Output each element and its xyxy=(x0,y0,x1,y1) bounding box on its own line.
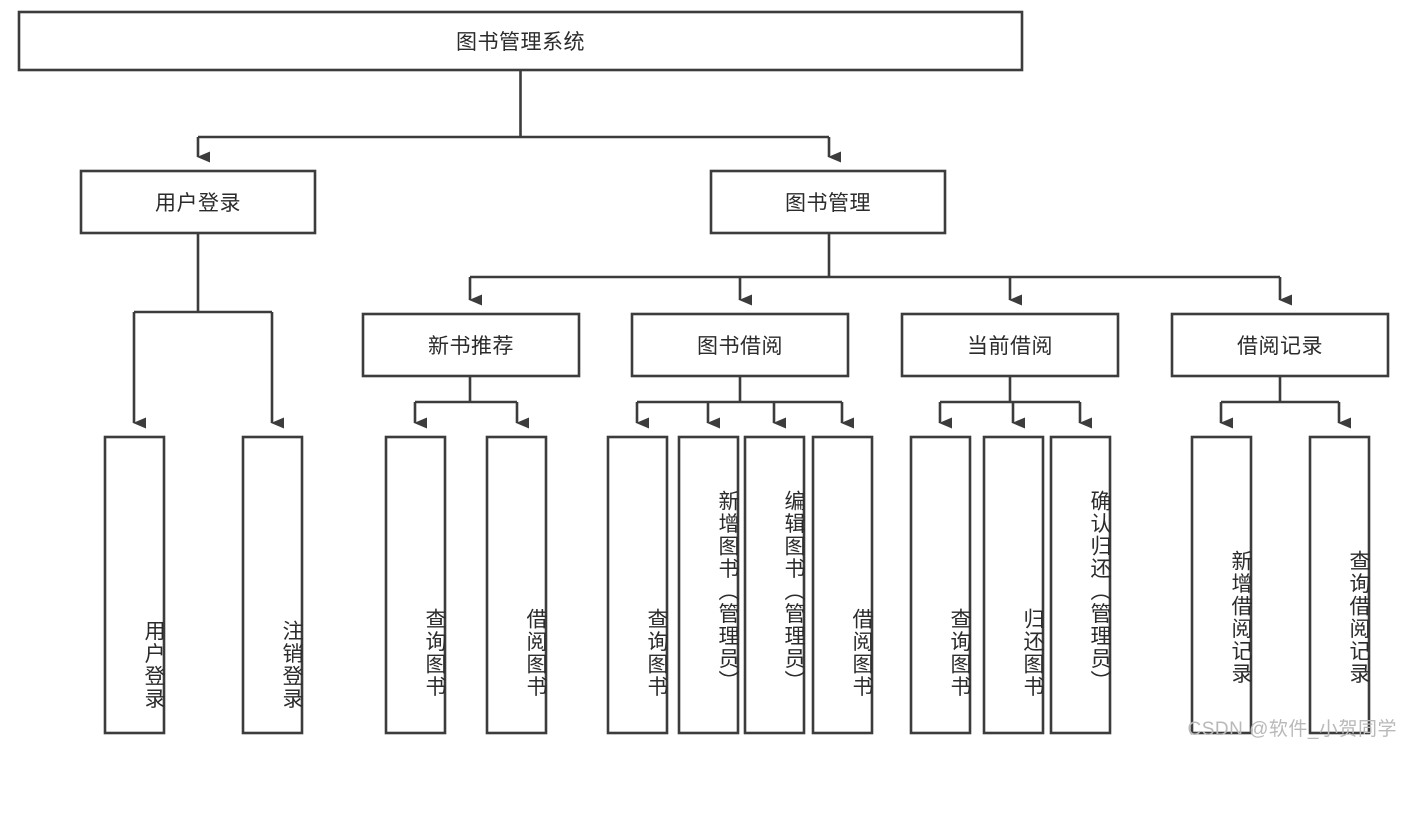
connector-group-current-borrow xyxy=(938,376,1092,429)
node-box-leaf-borrow-book[interactable] xyxy=(811,435,874,735)
connector-group-root xyxy=(196,70,841,163)
node-box-leaf-add-record[interactable] xyxy=(1190,435,1253,735)
node-box-current-borrow[interactable] xyxy=(900,312,1120,378)
node-box-leaf-query-book-recommend[interactable] xyxy=(384,435,447,735)
node-box-borrow-record[interactable] xyxy=(1170,312,1390,378)
connector-group-book-borrow xyxy=(635,376,854,429)
node-box-user-login[interactable] xyxy=(79,169,317,235)
node-box-book-borrow[interactable] xyxy=(630,312,850,378)
node-box-leaf-add-book[interactable] xyxy=(677,435,740,735)
node-box-leaf-logout[interactable] xyxy=(241,435,304,735)
node-box-leaf-query-book-current[interactable] xyxy=(909,435,972,735)
functional-structure-diagram xyxy=(17,10,1390,735)
node-box-leaf-query-book-borrow[interactable] xyxy=(606,435,669,735)
connector-group-borrow-record xyxy=(1219,376,1351,429)
node-box-leaf-edit-book[interactable] xyxy=(743,435,806,735)
connector-group-new-book-recommend xyxy=(413,376,529,429)
connector-group-book-manage xyxy=(468,233,1292,306)
node-box-book-manage[interactable] xyxy=(709,169,947,235)
node-box-leaf-confirm-return[interactable] xyxy=(1049,435,1112,735)
node-box-new-book-recommend[interactable] xyxy=(361,312,581,378)
node-box-leaf-query-record[interactable] xyxy=(1308,435,1371,735)
node-box-root[interactable] xyxy=(17,10,1024,72)
node-box-leaf-borrow-book-recommend[interactable] xyxy=(485,435,548,735)
node-box-leaf-return-book[interactable] xyxy=(982,435,1045,735)
connector-group-user-login xyxy=(132,233,284,429)
node-box-leaf-user-login[interactable] xyxy=(103,435,166,735)
